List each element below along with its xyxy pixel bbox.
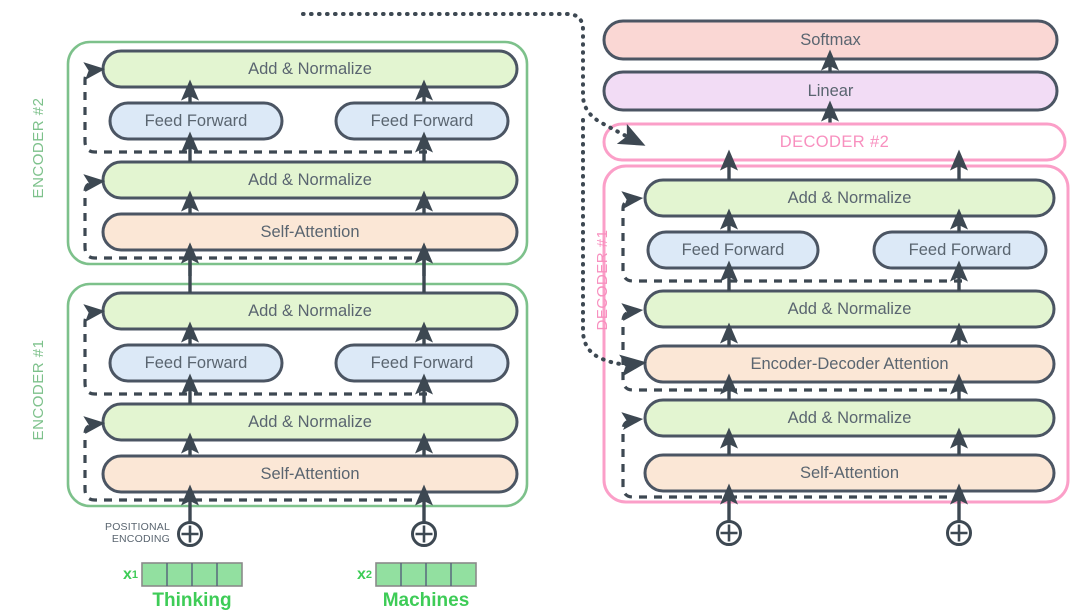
- encoder-2-add-norm-bottom[interactable]: [101, 160, 519, 200]
- encoder-1-add-norm-bottom[interactable]: [101, 402, 519, 442]
- encoder-1-feed-forward-right[interactable]: [334, 343, 510, 383]
- encoder-1-feed-forward-left[interactable]: [108, 343, 284, 383]
- decoder-1-residual-connectors: [621, 191, 962, 499]
- encoder-1-container: [66, 282, 529, 508]
- encoder-positional-add-circles: [177, 521, 437, 547]
- encoder-2-container: [66, 40, 529, 266]
- embedding-x1: [141, 562, 243, 587]
- decoder-1-self-attention[interactable]: [643, 453, 1056, 493]
- encoder-2-feed-forward-right[interactable]: [334, 101, 510, 141]
- token-x2-var-letter: x: [356, 565, 366, 583]
- encoder-1-residual-connectors: [83, 304, 427, 502]
- decoder-positional-add-circles: [716, 520, 972, 546]
- positional-encoding-line2: ENCODING: [111, 533, 170, 545]
- linear-box[interactable]: [602, 70, 1059, 112]
- encoder-1-add-norm-top[interactable]: [101, 291, 519, 331]
- decoder-1-feed-forward-left[interactable]: [646, 230, 820, 270]
- positional-encoding-line1: POSITIONAL: [104, 521, 170, 533]
- encoder-2-residual-connectors: [83, 62, 427, 260]
- token-x1-var-letter: x: [122, 565, 132, 583]
- decoder-1-add-norm-bottom[interactable]: [643, 398, 1056, 438]
- embedding-x2: [375, 562, 477, 587]
- decoder-1-feed-forward-right[interactable]: [872, 230, 1048, 270]
- positional-encoding-label: POSITIONAL ENCODING: [98, 521, 170, 545]
- softmax-box[interactable]: [602, 19, 1059, 61]
- encoder-2-self-attention[interactable]: [101, 212, 519, 252]
- decoder-2-container[interactable]: [602, 122, 1067, 162]
- encoder-to-decoder-dotted-connectors: [301, 12, 647, 377]
- token-x2-var-sub: 2: [365, 568, 372, 581]
- decoder-1-container: [602, 164, 1070, 504]
- token-x1-var-sub: 1: [131, 568, 138, 581]
- encoder-1-self-attention[interactable]: [101, 454, 519, 494]
- encoder-2-add-norm-top[interactable]: [101, 49, 519, 89]
- decoder-1-add-norm-middle[interactable]: [643, 289, 1056, 329]
- decoder-1-encoder-decoder-attention[interactable]: [643, 344, 1056, 384]
- encoder-2-feed-forward-left[interactable]: [108, 101, 284, 141]
- decoder-1-add-norm-top[interactable]: [643, 178, 1056, 218]
